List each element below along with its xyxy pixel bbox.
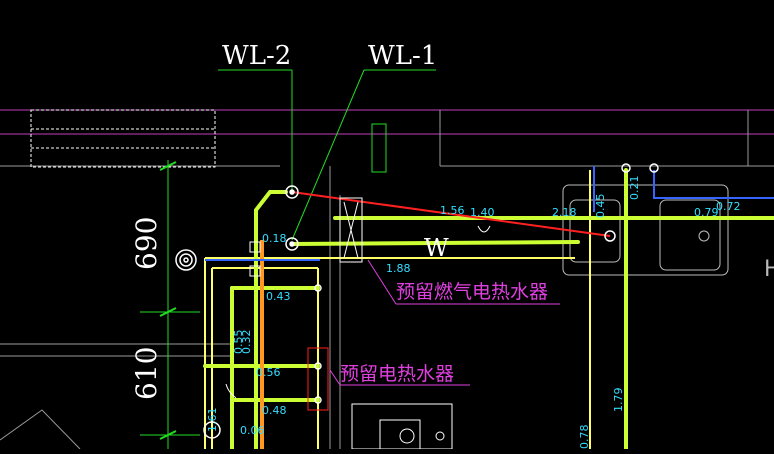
dim-156: 1.56	[440, 204, 465, 217]
dimension-values: 1.56 1.40 2.18 0.45 0.21 0.79 0.72 0.18 …	[206, 176, 741, 450]
pipe-blue	[205, 166, 774, 261]
dim-610: 610	[130, 347, 163, 400]
dim-021: 0.21	[628, 176, 641, 201]
dim-032: 0.32	[240, 330, 253, 355]
label-gas-heater: 预留燃气电热水器	[396, 281, 548, 303]
dim-140: 1.40	[470, 206, 495, 219]
dim-179: 1.79	[612, 388, 625, 413]
dim-079: 0.79	[694, 206, 719, 219]
elec-heater-box	[307, 347, 329, 411]
valve-symbols	[225, 197, 491, 399]
dimension-line	[140, 160, 200, 449]
dim-055: 0.55	[232, 330, 245, 355]
dim-188: 1.88	[386, 262, 411, 275]
label-h: H	[764, 257, 774, 282]
dim-045: 0.45	[594, 194, 607, 219]
leader-lines	[218, 69, 436, 241]
window-frame	[30, 109, 216, 168]
dim-161: 1.61	[206, 408, 219, 433]
label-wl-1: WL-1	[368, 41, 437, 71]
riser-symbols	[175, 163, 659, 439]
fixture-rect	[371, 123, 387, 173]
drain-slope-line	[291, 191, 611, 237]
dim-078: 0.78	[578, 425, 591, 450]
label-wl-2: WL-2	[222, 41, 291, 71]
dim-056: 0.56	[256, 366, 281, 379]
pipe-main	[203, 168, 774, 451]
dim-018: 0.18	[262, 232, 287, 245]
heater-fixture	[351, 403, 453, 450]
label-elec-heater: 预留电热水器	[340, 363, 454, 385]
dim-072: 0.72	[716, 200, 741, 213]
dim-043: 0.43	[266, 290, 291, 303]
dim-690: 690	[130, 217, 163, 270]
dim-218: 2.18	[552, 206, 577, 219]
heater-leaders	[329, 259, 560, 386]
dim-006: 0.06	[240, 424, 265, 437]
wall-lines-gray	[0, 110, 774, 450]
pipe-label-w: W	[424, 234, 449, 262]
dim-048: 0.48	[262, 404, 287, 417]
